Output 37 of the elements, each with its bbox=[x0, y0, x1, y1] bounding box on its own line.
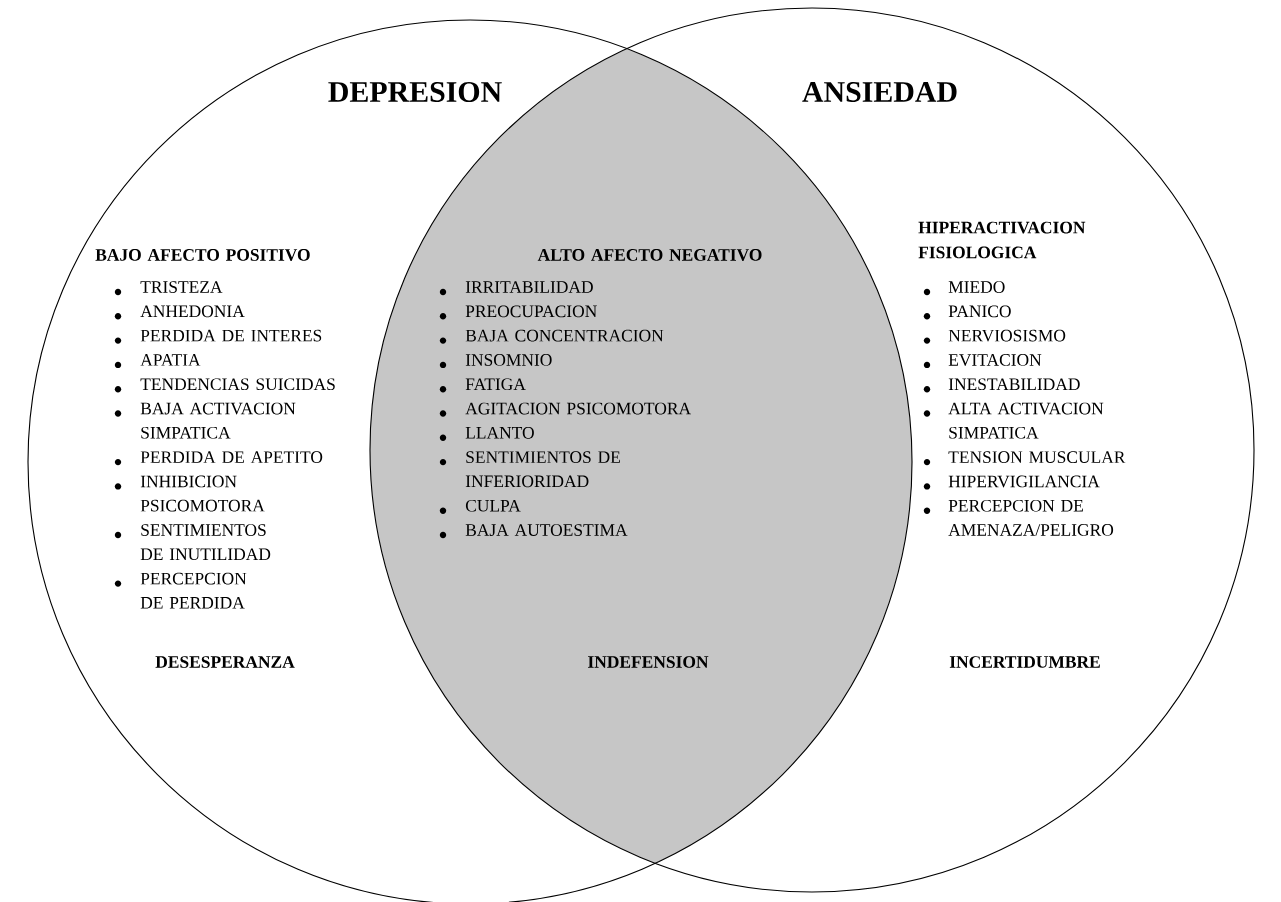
heading: HIPERACTIVACION FISIOLOGICA bbox=[918, 221, 1086, 259]
list-item: PERCEPCION DE PERDIDA bbox=[114, 572, 247, 609]
list-item: IRRITABILIDAD bbox=[439, 281, 593, 296]
list-item: TENSION MUSCULAR bbox=[923, 451, 1126, 466]
list-item: BAJA AUTOESTIMA bbox=[439, 524, 628, 539]
list-item: PERCEPCION DE AMENAZA/PELIGRO bbox=[923, 499, 1114, 536]
list-item: NERVIOSISMO bbox=[923, 329, 1066, 344]
list-item: APATIA bbox=[114, 354, 201, 369]
list-item: CULPA bbox=[439, 499, 521, 514]
list-item: SENTIMIENTOS DE INUTILIDAD bbox=[114, 524, 271, 561]
list-item: EVITACION bbox=[923, 354, 1042, 369]
heading: INCERTIDUMBRE bbox=[949, 656, 1100, 668]
list-item: ALTA ACTIVACION SIMPATICA bbox=[923, 402, 1104, 439]
list-item: TENDENCIAS SUICIDAS bbox=[114, 378, 335, 393]
list-item: HIPERVIGILANCIA bbox=[923, 475, 1100, 490]
list-item: PERDIDA DE INTERES bbox=[114, 329, 322, 344]
title: ANSIEDAD bbox=[802, 81, 957, 103]
list-item: MIEDO bbox=[923, 281, 1005, 296]
list-item: INESTABILIDAD bbox=[923, 378, 1080, 393]
list-item: INSOMNIO bbox=[439, 354, 552, 369]
list-item: PANICO bbox=[923, 305, 1011, 320]
heading: INDEFENSION bbox=[588, 656, 709, 668]
list-item: ANHEDONIA bbox=[114, 305, 245, 320]
list-item: BAJA ACTIVACION SIMPATICA bbox=[114, 402, 296, 439]
list-item: INHIBICION PSICOMOTORA bbox=[114, 475, 265, 512]
list-item: PREOCUPACION bbox=[439, 305, 597, 320]
heading: ALTO AFECTO NEGATIVO bbox=[537, 249, 762, 261]
heading: BAJO AFECTO POSITIVO bbox=[95, 249, 310, 261]
title: DEPRESION bbox=[328, 81, 502, 103]
list-item: AGITACION PSICOMOTORA bbox=[439, 402, 691, 417]
list-item: TRISTEZA bbox=[114, 281, 223, 296]
list-item: BAJA CONCENTRACION bbox=[439, 329, 664, 344]
list-item: PERDIDA DE APETITO bbox=[114, 451, 323, 466]
list-item: SENTIMIENTOS DE INFERIORIDAD bbox=[439, 451, 620, 488]
list-item: FATIGA bbox=[439, 378, 526, 393]
heading: DESESPERANZA bbox=[155, 656, 295, 668]
list-item: LLANTO bbox=[439, 427, 534, 441]
